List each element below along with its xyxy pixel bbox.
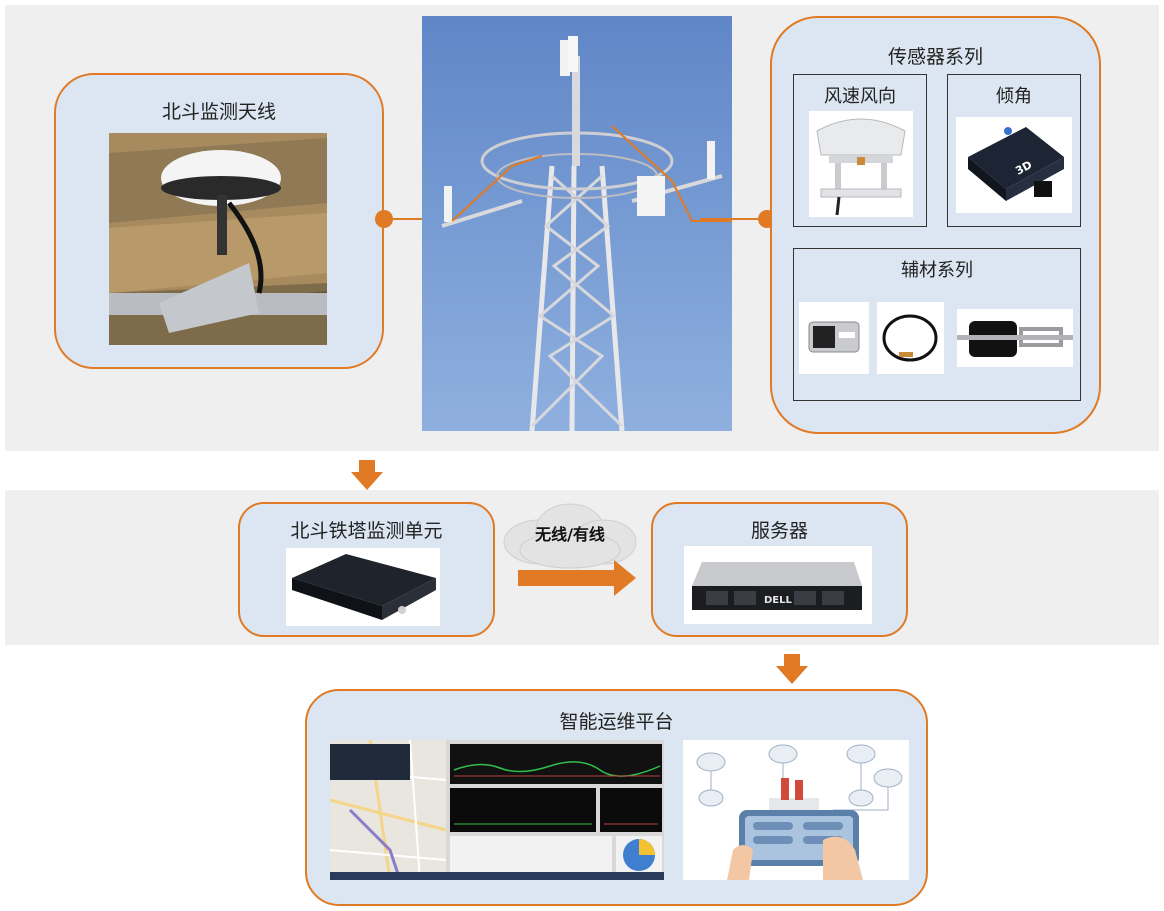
accessory-photo-2 <box>877 302 944 374</box>
sensors-title: 传感器系列 <box>887 46 983 68</box>
antenna-photo <box>109 133 327 345</box>
link-label: 无线/有线 <box>535 525 605 544</box>
cloud-icon <box>503 503 637 569</box>
accessory-photo-1 <box>799 302 869 374</box>
wind-sensor-photo <box>809 111 913 217</box>
server-title: 服务器 <box>750 520 808 542</box>
tilt-sensor-label: 倾角 <box>996 86 1032 107</box>
iot-illustration <box>683 740 909 880</box>
monitoring-unit-title: 北斗铁塔监测单元 <box>290 520 443 542</box>
down-arrow-icon <box>776 654 808 684</box>
right-arrow-icon <box>518 560 636 596</box>
sensors-connector-line <box>700 218 760 220</box>
dashboard-screenshot <box>330 740 664 880</box>
accessories-label: 辅材系列 <box>901 260 973 281</box>
wind-sensor-label: 风速风向 <box>824 86 896 107</box>
tilt-sensor-photo: 3D <box>956 117 1072 213</box>
antenna-connector-dot <box>375 210 393 228</box>
antenna-title: 北斗监测天线 <box>161 101 276 123</box>
monitoring-unit-photo <box>286 548 440 626</box>
tower-photo <box>422 16 732 431</box>
accessory-photo-3 <box>957 309 1073 367</box>
server-photo: DELL <box>684 546 872 624</box>
down-arrow-icon <box>351 460 383 490</box>
platform-title: 智能运维平台 <box>559 711 674 733</box>
server-brand: DELL <box>764 595 793 606</box>
